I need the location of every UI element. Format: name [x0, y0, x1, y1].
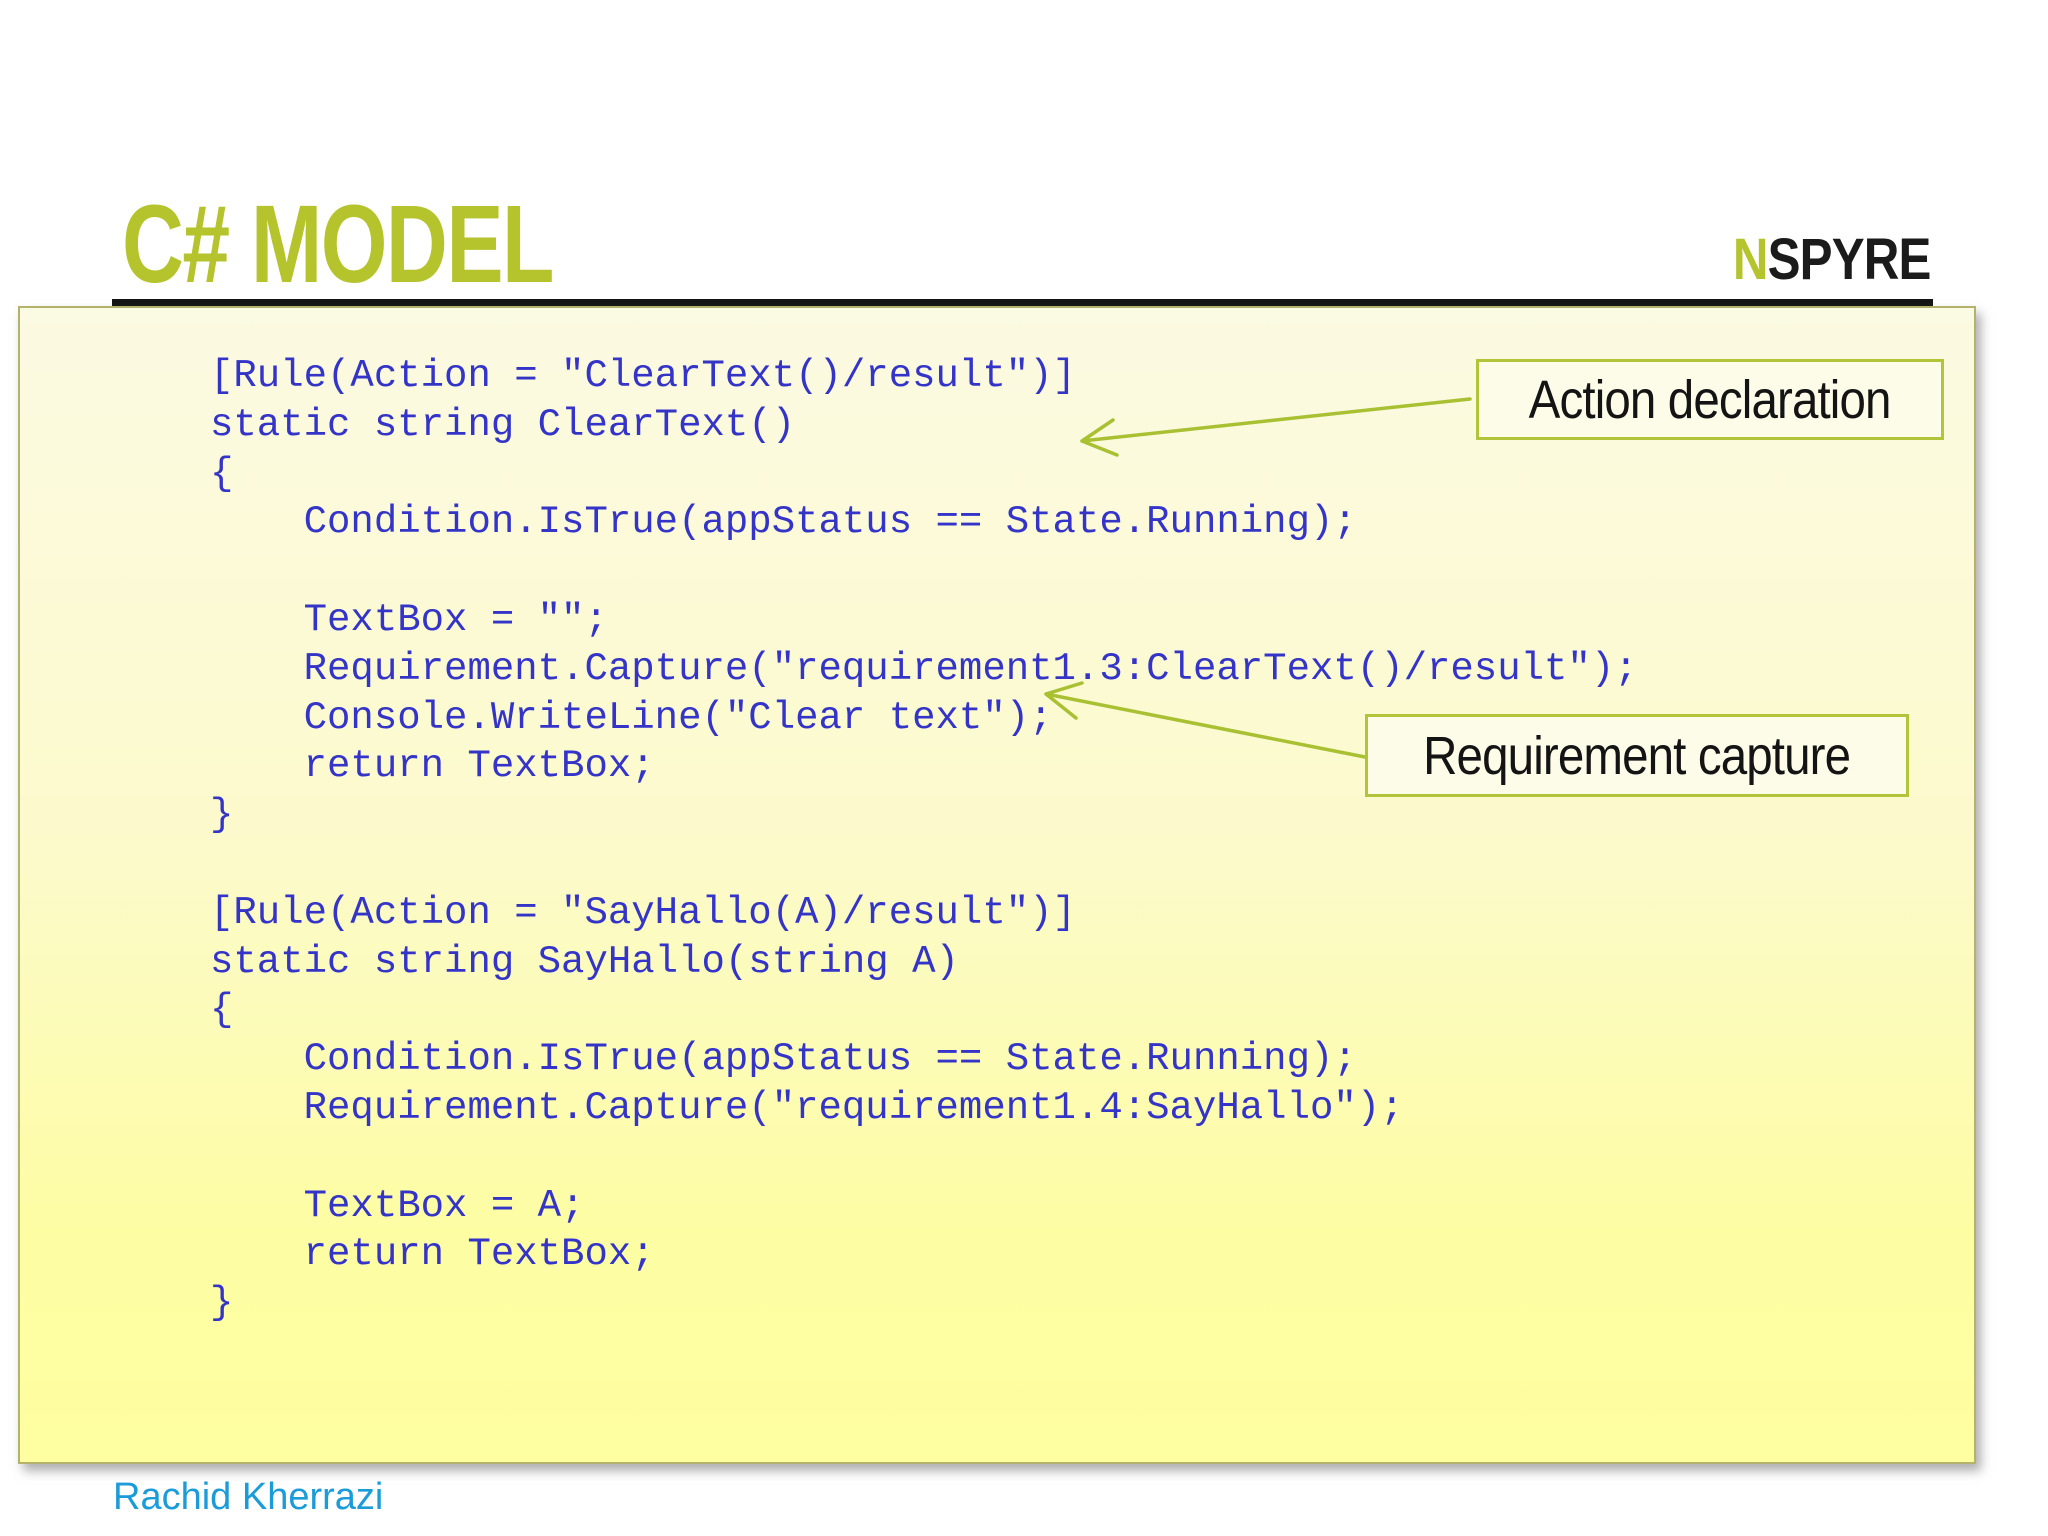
footer-author: Rachid Kherrazi	[113, 1476, 384, 1518]
slide-title: C# MODEL	[122, 183, 554, 306]
title-divider	[112, 299, 1933, 306]
callout-requirement-capture-label: Requirement capture	[1423, 725, 1851, 786]
callout-action-declaration-label: Action declaration	[1529, 369, 1892, 430]
nspyre-logo: NSPYRE	[1733, 231, 1932, 289]
nspyre-logo-rest: SPYRE	[1768, 227, 1932, 292]
code-panel	[18, 306, 1976, 1464]
nspyre-logo-prefix: N	[1733, 227, 1769, 292]
callout-action-declaration: Action declaration	[1476, 359, 1944, 440]
callout-requirement-capture: Requirement capture	[1365, 714, 1909, 797]
code-block: [Rule(Action = "ClearText()/result")] st…	[210, 354, 1638, 1326]
